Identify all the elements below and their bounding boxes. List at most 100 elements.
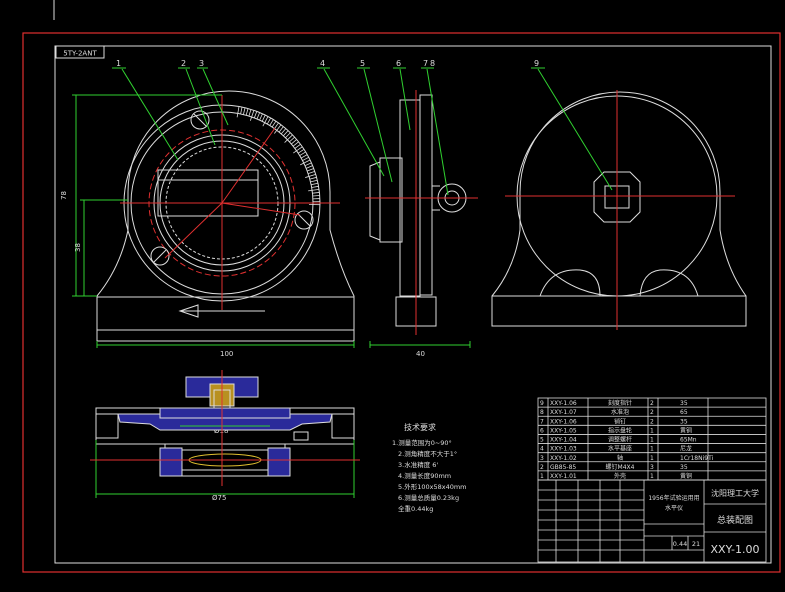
bom-no: 6 <box>540 427 544 434</box>
balloon-6: 6 <box>396 59 401 68</box>
scale-tick <box>300 159 311 166</box>
bom-name: 外壳 <box>614 472 626 480</box>
tech-heading: 技术要求 <box>404 422 436 432</box>
front-body-outline <box>96 90 355 298</box>
scale-tick <box>292 141 299 147</box>
side-center-lines <box>365 90 478 335</box>
front-vial-window <box>157 169 259 217</box>
tech-item-1: 1.测量范围为0~90° <box>392 438 452 447</box>
bom-name: 调整螺杆 <box>608 436 632 444</box>
balloon-3: 3 <box>199 59 204 68</box>
scale-tick <box>262 116 269 127</box>
product-name: 1956年试验运用用 <box>648 494 699 502</box>
bom-material: 35 <box>680 400 688 407</box>
scale-tick <box>312 192 320 194</box>
weight-value: 0.44 <box>673 540 687 548</box>
scale-tick <box>271 120 277 128</box>
tech-item-5: 5.外形100x58x40mm <box>398 482 467 491</box>
rear-center-lines <box>505 90 735 330</box>
balloon-4: 4 <box>320 59 325 68</box>
scale-tick <box>305 165 313 169</box>
bom-qty: 1 <box>650 446 654 453</box>
bom-no: 8 <box>540 409 544 416</box>
scale-tick <box>289 136 295 143</box>
bom-code: XXY-1.06 <box>550 400 577 407</box>
scale-tick <box>302 156 309 161</box>
rear-base <box>491 295 747 327</box>
technical-requirements: 技术要求 1.测量范围为0~90° 2.测角精度不大于1° 3.水准精度 6' … <box>392 422 467 513</box>
bom-no: 7 <box>540 418 544 425</box>
bom-qty: 2 <box>650 418 654 425</box>
inner-frame <box>54 45 772 564</box>
bom-name: 指示盘轮 <box>608 426 632 434</box>
bom-material: 黄铜 <box>680 426 692 434</box>
tech-item-6: 6.测量总质量0.23kg <box>398 493 459 502</box>
dim-phi18: Ø18 <box>214 427 228 435</box>
product-name-2: 水平仪 <box>665 504 683 512</box>
dim-40: 40 <box>416 350 425 358</box>
bom-material: 65Mn <box>680 437 697 444</box>
dim-100: 100 <box>220 350 233 358</box>
bom-no: 1 <box>540 473 544 480</box>
balloon-1: 1 <box>116 59 121 68</box>
screw-top <box>190 110 210 130</box>
bom-code: XXY-1.03 <box>550 446 577 453</box>
bom-qty: 1 <box>650 437 654 444</box>
balloon-9: 9 <box>534 59 539 68</box>
scale-tick <box>284 134 293 143</box>
scale-tick <box>311 182 319 186</box>
bom-qty: 1 <box>650 427 654 434</box>
bom-code: XXY-1.07 <box>550 409 577 416</box>
tech-item-2: 2.测角精度不大于1° <box>398 449 457 458</box>
scale-tick <box>300 154 308 159</box>
scale-tick <box>283 130 289 137</box>
bom-name: 刻度指针 <box>608 399 632 407</box>
side-knob <box>379 157 403 243</box>
scale-tick <box>310 179 318 183</box>
scale-tick <box>280 128 287 135</box>
scale-tick <box>305 173 316 178</box>
leader-lines <box>72 67 613 348</box>
scale-tick <box>259 113 263 121</box>
bom-qty: 2 <box>650 400 654 407</box>
balloon-2: 2 <box>181 59 186 68</box>
balloon-5: 5 <box>360 59 365 68</box>
scale-tick <box>266 117 272 125</box>
angle-scale-ticks <box>236 106 320 206</box>
scale-tick <box>256 112 261 120</box>
dim-78: 78 <box>60 191 68 200</box>
scale-tick <box>278 126 284 133</box>
scale-tick <box>236 106 240 118</box>
scale-tick <box>291 139 297 145</box>
scale-tick <box>243 107 246 115</box>
scale-tick <box>309 176 317 180</box>
bom-qty: 1 <box>650 473 654 480</box>
title-block-text: 1956年试验运用用 水平仪 沈阳理工大学 总装配图 XXY-1.00 0.44… <box>648 488 759 556</box>
sheet-value: 21 <box>692 540 700 548</box>
drawing-name: 总装配图 <box>717 514 753 526</box>
scale-tick <box>249 110 255 121</box>
scale-tick <box>253 111 258 119</box>
scale-tick <box>299 151 306 156</box>
section-view <box>95 376 355 498</box>
bom-name: 轴 <box>617 454 623 462</box>
bom-no: 3 <box>540 455 544 462</box>
stamp-box <box>55 45 105 59</box>
drawing-number: XXY-1.00 <box>711 543 760 556</box>
tech-item-3: 3.水准精度 6' <box>398 460 438 469</box>
scale-tick <box>261 114 266 122</box>
dim-38: 38 <box>74 243 82 252</box>
tech-item-7: 全重0.44kg <box>398 504 433 513</box>
scale-tick <box>307 168 314 172</box>
scale-tick <box>312 195 320 197</box>
bom-material: 65 <box>680 409 688 416</box>
screw-bottom-left <box>150 246 170 266</box>
scale-tick <box>274 124 282 134</box>
scale-tick <box>274 122 279 129</box>
scale-tick <box>293 146 303 154</box>
bom-name: 销钉 <box>614 417 626 425</box>
bom-code: XXY-1.05 <box>550 427 577 434</box>
front-view <box>96 90 355 342</box>
bom-no: 4 <box>540 446 544 453</box>
rear-hub <box>593 171 641 223</box>
